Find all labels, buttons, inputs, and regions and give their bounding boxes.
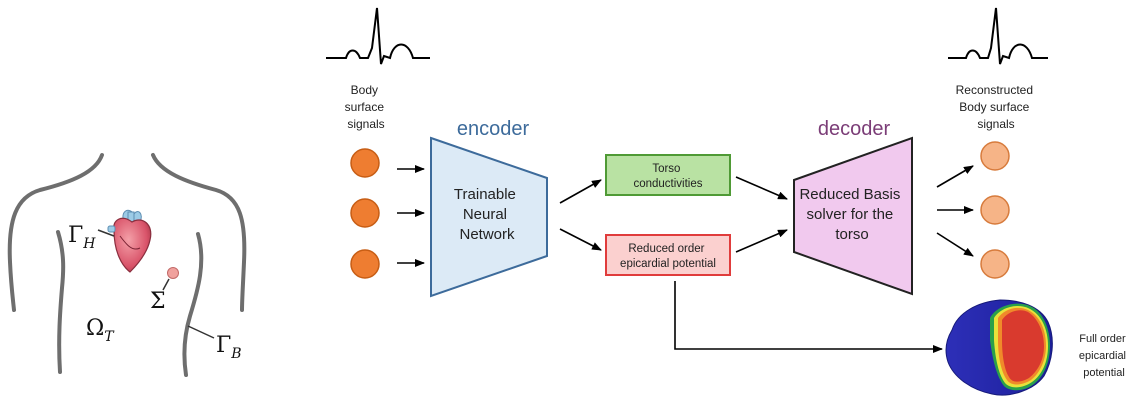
output-electrode [980,141,1010,171]
torso-conductivities-box [605,154,731,196]
encoder-title: encoder [457,118,530,140]
torso-left-shoulder [7,153,104,312]
gamma-h-leader [97,229,115,237]
epicardial-potential-map [945,299,1053,396]
torso-right-shoulder [151,153,247,312]
torso-conductivities-label: Torso conductivities [633,163,702,190]
input-electrodes [350,148,380,279]
torso-left-arm-line [56,230,66,374]
output-arrows [936,165,974,257]
full-order-label: Full order epicardial potential [1079,333,1129,379]
sigma-electrode [167,267,179,279]
body-surface-signals-label: Body surface signals [345,83,388,131]
reduced-order-label: Reduced order epicardial potential [620,243,716,270]
gamma-b-leader [187,325,215,339]
sigma-label: Σ [150,289,166,314]
input-electrode [350,198,380,228]
ecg-waveform-icon [326,7,430,65]
torso-illustration [7,153,247,377]
output-electrode [980,195,1010,225]
ecg-waveform-icon-output [948,7,1048,65]
reconstructed-signals-label: Reconstructed Body surface signals [956,83,1037,131]
gamma-h-label: ΓH [68,223,96,252]
output-arrow [936,165,974,188]
output-electrode [980,249,1010,279]
reduced-order-box [605,234,731,276]
torso-to-decoder-arrow [735,176,788,200]
reduced-to-full-order-arrow [674,281,943,353]
encoder-to-reduced-arrow [559,228,602,251]
encoder-to-torso-arrow [559,179,602,204]
omega-t-label: ΩT [86,316,115,345]
decoder-body-label: Reduced Basis solver for the torso [799,186,904,243]
output-electrodes [980,141,1010,279]
input-electrode [350,249,380,279]
decoder-trapezoid [793,136,913,296]
input-arrows [397,165,425,267]
encoder-trapezoid [430,136,548,298]
gamma-b-label: ΓB [216,333,242,362]
encoder-body-label: Trainable Neural Network [454,186,520,243]
anatomical-heart-icon [107,209,152,273]
output-arrow [936,232,974,257]
input-electrode [350,148,380,178]
decoder-title: decoder [818,118,891,140]
sigma-leader [162,278,170,291]
torso-right-arm-line [182,232,204,377]
reduced-to-decoder-arrow [735,229,788,253]
